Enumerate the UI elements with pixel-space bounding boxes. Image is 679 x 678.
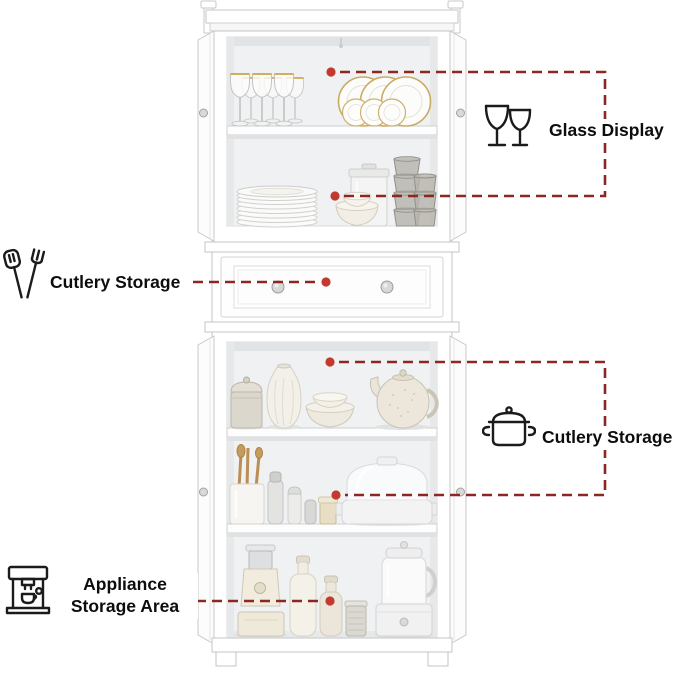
bowl-stack — [305, 392, 355, 428]
wine-glasses-icon — [479, 98, 537, 161]
drawer — [211, 251, 453, 323]
hanging-hook — [339, 38, 343, 48]
lower-right-door — [449, 335, 467, 645]
door-knob — [199, 108, 208, 118]
food-steamer — [335, 456, 438, 526]
blender — [374, 541, 437, 638]
spice-shakers — [267, 471, 317, 525]
cutlery-right-connector — [339, 360, 607, 497]
display-plates — [337, 76, 432, 127]
connector-dot — [330, 191, 340, 201]
connector-dot — [325, 357, 335, 367]
upper-left-door — [197, 30, 215, 242]
canister — [229, 376, 263, 430]
utensil-crock — [229, 444, 265, 525]
glass-display-label: Glass Display — [546, 119, 667, 143]
door-knob — [456, 108, 465, 118]
lower-left-door — [197, 335, 215, 645]
cooking-pot-icon — [481, 404, 537, 455]
base — [211, 637, 453, 667]
cutlery-storage-right-label: Cutlery Storage — [539, 426, 676, 450]
vase — [266, 363, 302, 430]
cutlery-storage-left-label: Cutlery Storage — [47, 271, 184, 295]
stacked-bowls-upper — [335, 191, 379, 227]
appliance-storage-label-line1: Appliance — [83, 574, 167, 594]
coffee-grinder — [233, 544, 287, 638]
connector-dot — [325, 596, 335, 606]
connector-dot — [326, 67, 336, 77]
small-jar — [318, 496, 338, 525]
spatula-fork-icon — [3, 247, 46, 308]
teapot — [369, 369, 439, 430]
wine-glasses — [230, 73, 304, 127]
small-canister-front — [344, 600, 368, 637]
appliance-storage-label: Appliance Storage Area — [52, 573, 198, 619]
bottles — [289, 555, 343, 637]
appliance-storage-label-line2: Storage Area — [70, 595, 180, 616]
upper-right-door — [449, 30, 467, 242]
stacked-plates — [236, 185, 318, 228]
connector-dot — [331, 490, 341, 500]
espresso-machine-icon — [4, 564, 52, 623]
door-knob — [199, 487, 208, 497]
drawer-knob-right — [380, 280, 394, 294]
connector-dot — [321, 277, 331, 287]
